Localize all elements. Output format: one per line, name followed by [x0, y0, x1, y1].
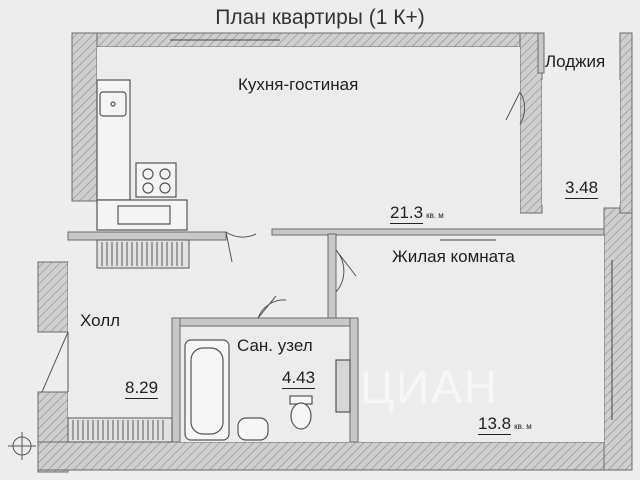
wardrobe-hall-top	[96, 239, 190, 269]
kitchen-fixtures	[96, 79, 188, 231]
door-bath	[257, 295, 287, 319]
page-title: План квартиры (1 К+)	[215, 6, 425, 29]
compass-icon	[8, 432, 36, 460]
wall-loggia-left	[537, 32, 545, 74]
windows	[170, 39, 613, 420]
area-value: 13.8	[478, 414, 512, 435]
sink-drain-icon	[110, 101, 116, 107]
exterior-walls	[37, 32, 633, 473]
area-value: 8.29	[125, 378, 159, 399]
area-value: 21.3	[390, 203, 424, 224]
wardrobe-hall-bottom-hatch	[72, 420, 164, 440]
room-name-bathroom: Сан. узел	[237, 336, 313, 355]
wardrobe-hall-top-hatch	[101, 242, 183, 266]
wall-bottom	[37, 441, 609, 471]
wall-hall-living	[327, 233, 337, 319]
room-name-living: Жилая комната	[392, 247, 515, 266]
wardrobe-hall-bottom	[67, 417, 173, 443]
cabinet-inner	[117, 205, 171, 225]
bathtub-inner	[190, 347, 224, 435]
shaft	[335, 359, 351, 413]
floors	[68, 47, 620, 442]
room-area-loggia: 3.48	[565, 178, 599, 199]
room-name-hall: Холл	[80, 311, 121, 330]
stove-icon	[135, 162, 177, 198]
area-unit: кв. м	[426, 211, 444, 220]
wall-bath-right	[349, 317, 359, 443]
watermark: ЦИАН	[360, 361, 499, 413]
bathroom-fixtures	[184, 339, 351, 441]
area-value: 3.48	[565, 178, 599, 199]
wall-hall-top	[67, 231, 227, 241]
wall-right-living	[603, 207, 633, 471]
wall-top	[71, 32, 525, 48]
wall-bath-left	[171, 317, 181, 443]
room-name-kitchen-living: Кухня-гостиная	[238, 75, 359, 94]
wall-kitchen-living-divider	[271, 228, 605, 236]
area-unit: кв. м	[514, 422, 532, 431]
door-loggia	[505, 91, 526, 125]
wall-left-upper	[71, 32, 98, 202]
toilet-icon	[290, 402, 312, 430]
burner-2-icon	[159, 168, 171, 180]
washbasin-icon	[237, 417, 269, 441]
floor-living	[334, 234, 604, 442]
room-area-bathroom: 4.43	[282, 368, 316, 389]
wall-bath-outer	[171, 317, 359, 327]
room-area-hall: 8.29	[125, 378, 159, 399]
wall-loggia-right	[619, 32, 633, 214]
kitchen-cabinet	[96, 199, 188, 231]
burner-3-icon	[142, 182, 154, 194]
floor-hall	[68, 262, 172, 442]
burner-1-icon	[142, 168, 154, 180]
wall-left-mid	[37, 261, 69, 333]
burner-4-icon	[159, 182, 171, 194]
room-name-loggia: Лоджия	[545, 52, 606, 71]
door-living	[335, 249, 357, 293]
floor-loggia	[542, 80, 620, 205]
wardrobes	[67, 239, 190, 443]
door-entrance	[41, 331, 69, 393]
doors	[41, 91, 526, 393]
door-kitchen	[225, 231, 257, 263]
area-value: 4.43	[282, 368, 316, 389]
interior-walls	[67, 32, 605, 443]
